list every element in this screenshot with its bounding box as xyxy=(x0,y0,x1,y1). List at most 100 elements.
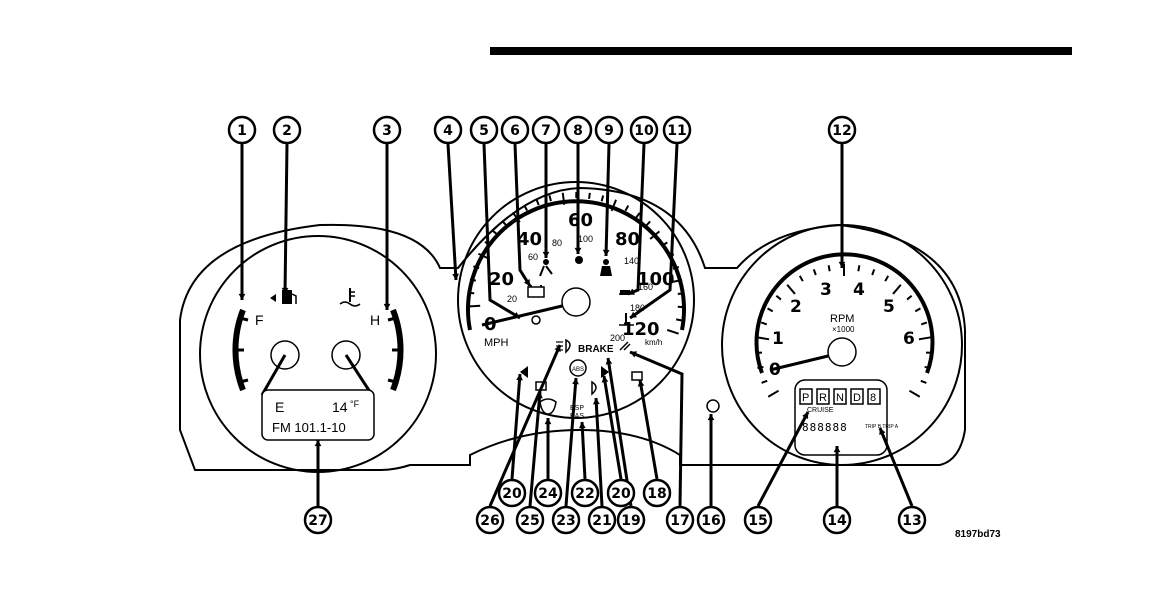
tach-tick-mark xyxy=(907,296,912,300)
callout-number: 6 xyxy=(510,123,520,139)
tach-tick-mark xyxy=(762,381,768,383)
temp-hot-label: H xyxy=(370,312,380,328)
tire-pressure-icon xyxy=(540,399,556,414)
kmh-tick-80: 80 xyxy=(552,238,562,248)
callout-leader-line xyxy=(606,144,609,256)
mph-unit-label: MPH xyxy=(484,337,509,349)
callout-number: 5 xyxy=(479,123,489,139)
speed-tick-mark xyxy=(636,213,640,218)
callout-number: 3 xyxy=(382,123,392,139)
brake-warning-label: BRAKE xyxy=(578,344,614,355)
speed-tick-mark xyxy=(625,206,628,211)
speed-tick-mark xyxy=(502,221,506,225)
rpm-tick-3: 3 xyxy=(820,280,832,300)
callout-leader-line xyxy=(512,374,520,479)
callout-arrowhead xyxy=(579,422,586,428)
callout-arrowhead xyxy=(708,414,715,420)
tach-tick-mark xyxy=(768,391,778,397)
rpm-tick-5: 5 xyxy=(883,297,895,317)
rpm-multiplier-label: ×1000 xyxy=(832,325,855,334)
tach-tick-mark xyxy=(909,391,919,397)
tach-tick-mark xyxy=(915,308,920,311)
tach-tick-mark xyxy=(787,285,795,294)
callout-number: 22 xyxy=(575,486,594,502)
speed-tick-mark xyxy=(537,199,539,205)
fuel-full-label: F xyxy=(255,312,264,328)
speed-tick-mark xyxy=(468,306,480,307)
callout-arrowhead xyxy=(384,304,391,310)
charging-system-icon xyxy=(528,285,544,297)
callout-arrowhead xyxy=(603,250,610,256)
traction-control-icon xyxy=(632,372,642,380)
callout-number: 4 xyxy=(443,123,453,139)
kmh-tick-160: 160 xyxy=(638,282,653,292)
compass-heading: E xyxy=(275,399,284,415)
callout-arrowhead xyxy=(315,440,322,446)
tach-tick-mark xyxy=(925,367,931,368)
gear-r: R xyxy=(819,392,827,404)
fuel-pump-icon xyxy=(270,290,296,304)
kmh-tick-100: 100 xyxy=(578,234,593,244)
callout-leader-line xyxy=(758,412,808,506)
callout-leader-line xyxy=(448,144,456,280)
speed-tick-mark xyxy=(667,330,678,334)
mph-tick-40: 40 xyxy=(517,229,542,250)
callout-number: 17 xyxy=(670,513,689,529)
rpm-tick-6: 6 xyxy=(903,329,915,349)
speed-tick-mark xyxy=(524,205,527,210)
callout-number: 9 xyxy=(604,123,614,139)
callout-number: 16 xyxy=(701,513,720,529)
callout-arrowhead xyxy=(575,248,582,254)
left-gauge-pod xyxy=(200,236,436,472)
kmh-tick-140: 140 xyxy=(624,256,639,266)
cruise-set-icon xyxy=(620,342,630,350)
high-beam-indicator-icon xyxy=(575,256,583,264)
tach-tick-mark xyxy=(858,265,859,271)
tach-tick-mark xyxy=(800,276,803,281)
odometer-reset-button xyxy=(707,400,719,412)
kmh-tick-60: 60 xyxy=(528,252,538,262)
abs-warning-label: ABS xyxy=(572,367,584,373)
callout-arrowhead xyxy=(239,294,246,300)
tach-tick-mark xyxy=(893,285,901,294)
kmh-unit-label: km/h xyxy=(645,338,662,347)
cruise-label: CRUISE xyxy=(807,407,834,414)
seatbelt-reminder-icon xyxy=(600,259,612,276)
callout-leader-line xyxy=(285,144,287,294)
mph-tick-0: 0 xyxy=(484,314,497,335)
speed-tick-mark xyxy=(676,319,682,320)
rpm-tick-2: 2 xyxy=(790,297,802,317)
speed-tick-mark xyxy=(549,195,550,201)
tach-tick-mark xyxy=(829,265,830,271)
odometer-display: 888888 xyxy=(802,421,848,434)
gear-8: 8 xyxy=(870,392,876,404)
tach-tick-mark xyxy=(761,322,767,324)
callout-number: 27 xyxy=(308,513,327,529)
tach-tick-mark xyxy=(757,367,763,368)
mph-tick-20: 20 xyxy=(489,269,514,290)
callout-number: 15 xyxy=(748,513,767,529)
speed-tick-mark xyxy=(470,279,476,280)
callout-number: 7 xyxy=(541,123,551,139)
callout-leader-line xyxy=(880,428,912,506)
fog-lamp-icon xyxy=(592,382,596,394)
callout-arrowhead xyxy=(545,418,552,424)
callout-number: 24 xyxy=(538,486,558,502)
tach-tick-mark xyxy=(885,276,888,281)
kmh-tick-20: 20 xyxy=(507,294,517,304)
coolant-temp-icon xyxy=(340,288,360,306)
temperature-unit: °F xyxy=(350,399,360,409)
callout-arrowhead xyxy=(543,252,550,258)
tach-tick-mark xyxy=(919,337,931,339)
tach-tick-mark xyxy=(757,337,769,339)
gear-d: D xyxy=(853,392,861,404)
tach-tick-mark xyxy=(921,381,927,383)
speed-tick-mark xyxy=(589,193,590,199)
header-rule xyxy=(490,47,1072,55)
tach-tick-mark xyxy=(872,269,874,275)
callout-arrowhead xyxy=(593,398,600,404)
callout-leader-line xyxy=(640,380,657,479)
callout-number: 11 xyxy=(667,123,686,139)
callout-arrowhead xyxy=(516,374,523,380)
